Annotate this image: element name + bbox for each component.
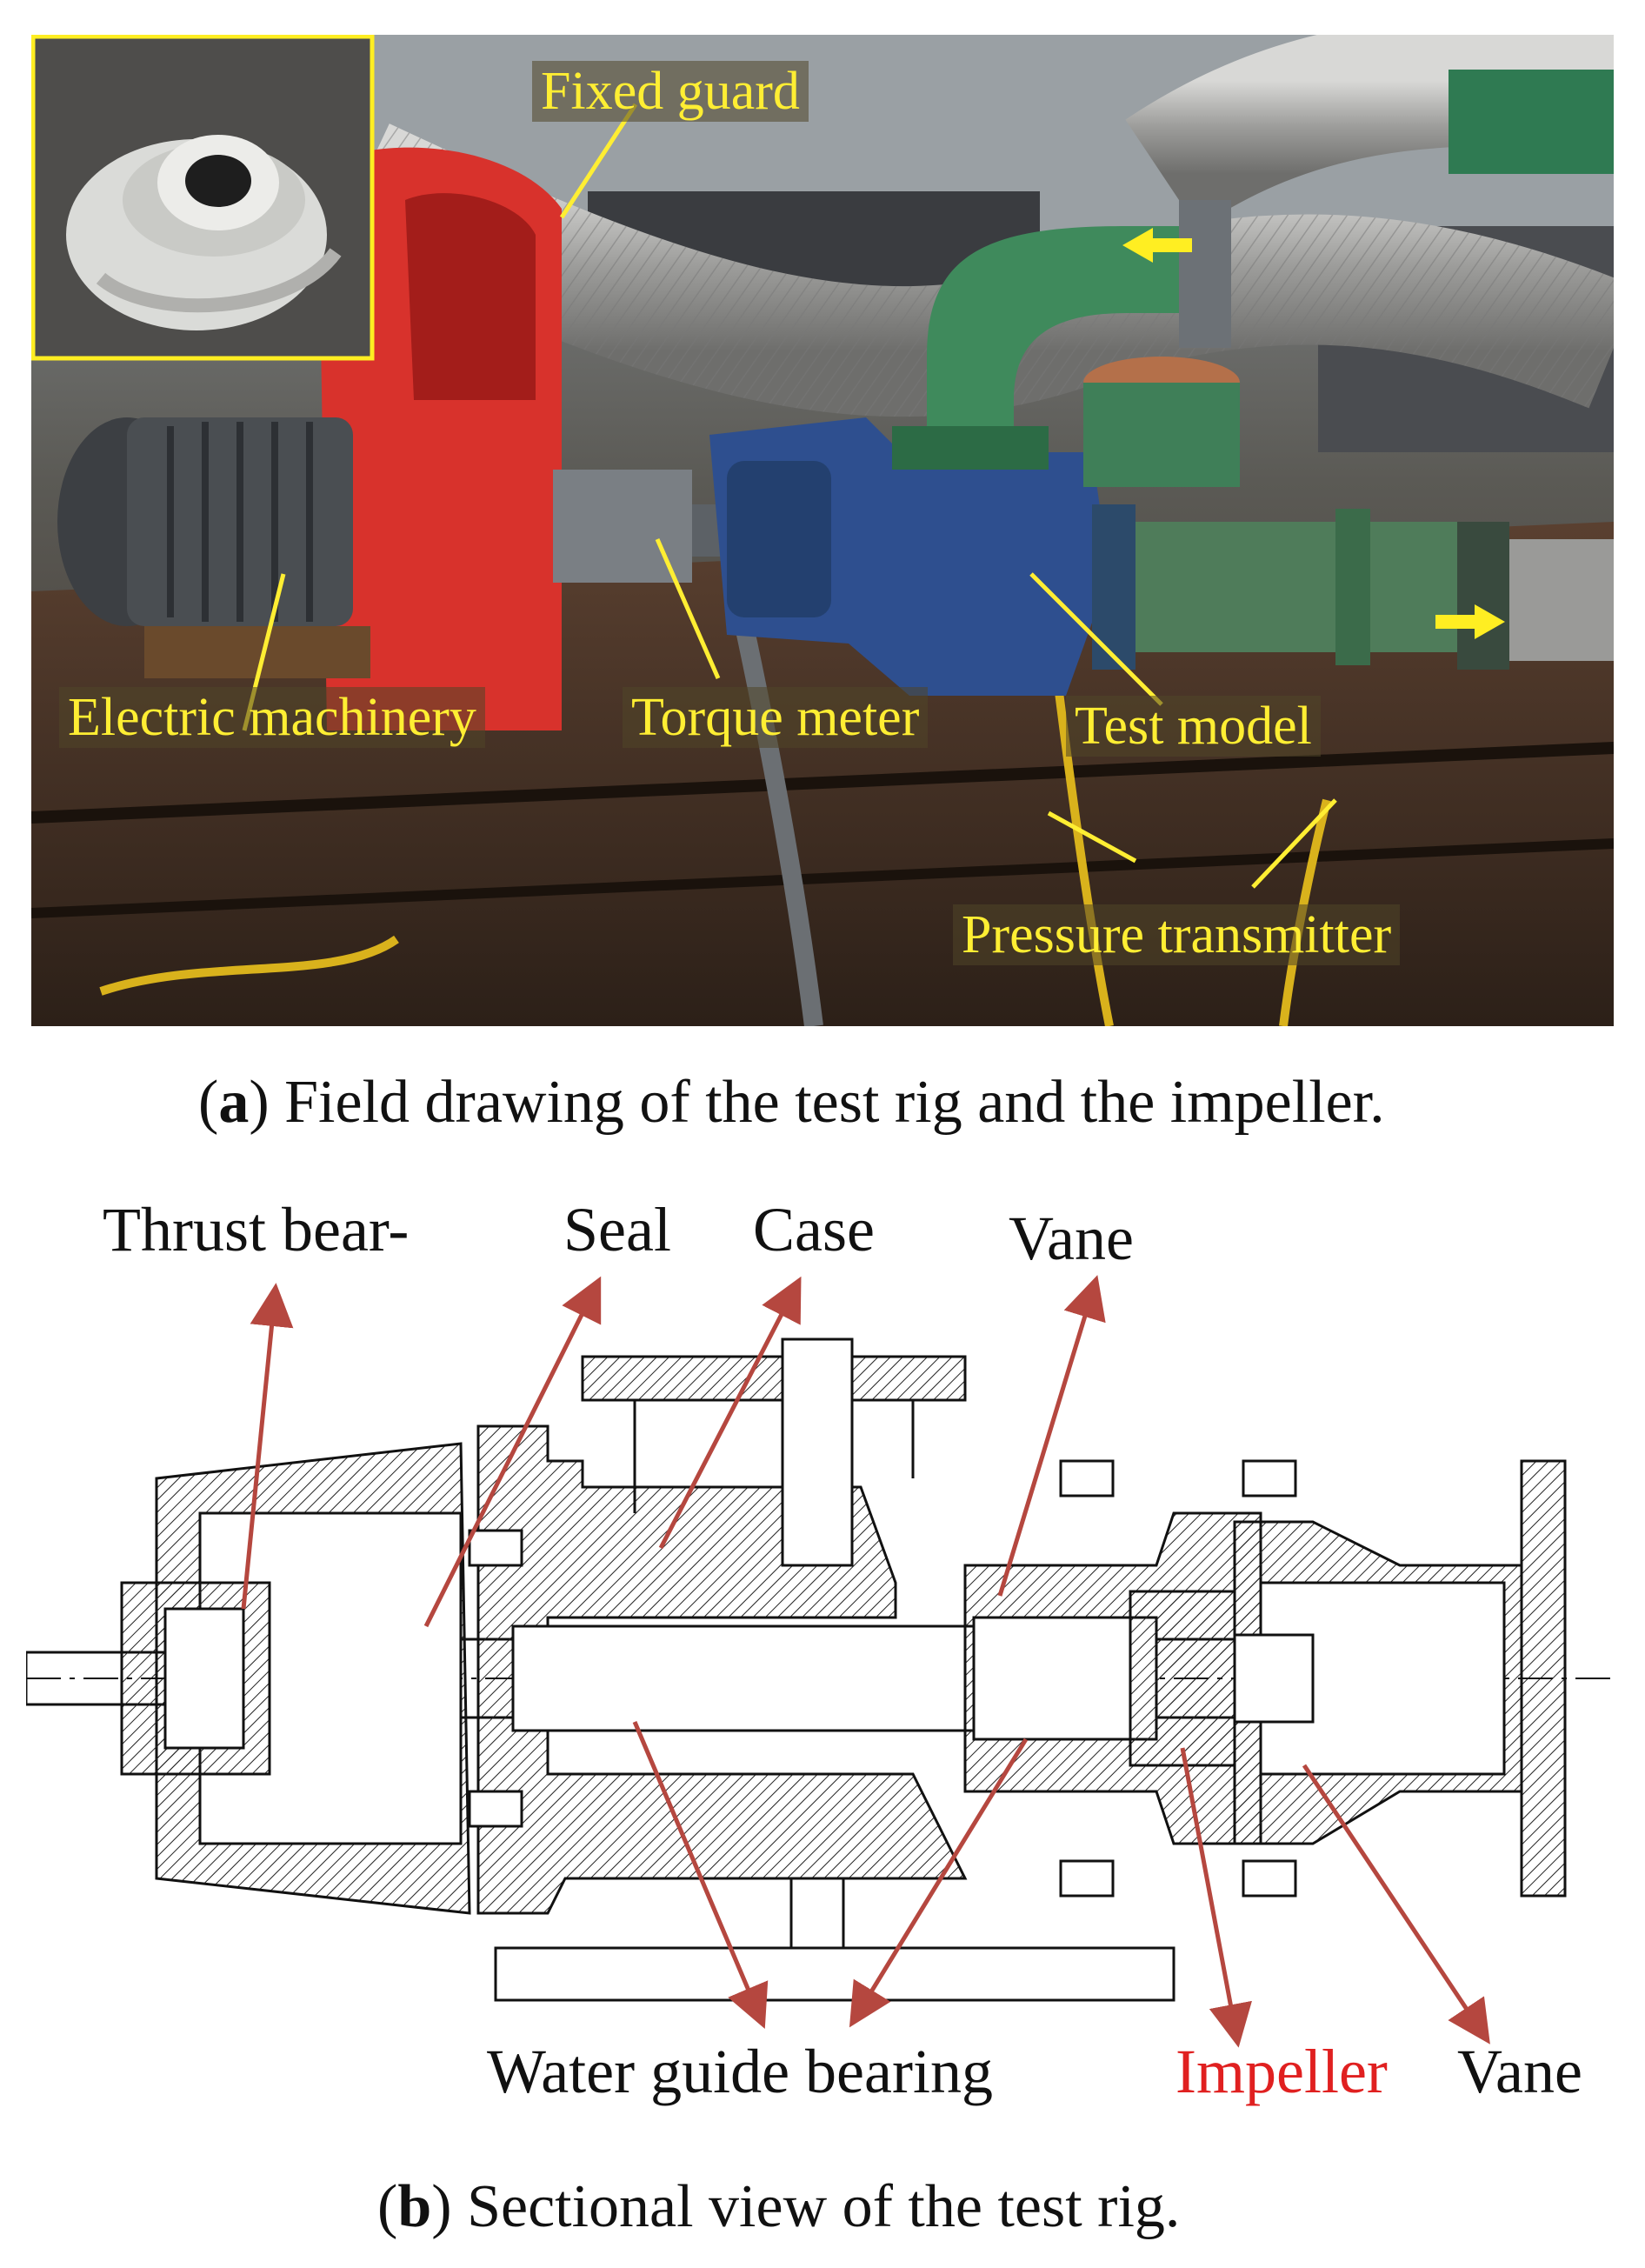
caption-a-text: Field drawing of the test rig and the im… [284, 1069, 1385, 1136]
label-fixed-guard: Fixed guard [532, 61, 809, 122]
flow-arrow-out [1435, 604, 1505, 639]
green-elbow [927, 226, 1188, 452]
base-plate [494, 1946, 1175, 2002]
label-seal: Seal [563, 1195, 671, 1264]
caption-a: (a) Field drawing of the test rig and th… [198, 1069, 1385, 1136]
label-torque-meter: Torque meter [623, 687, 929, 748]
outlet-pipe [1101, 522, 1466, 652]
leader-thrust-bearing [241, 1283, 294, 1610]
label-pressure-transmitter: Pressure transmitter [953, 904, 1401, 965]
impeller [1129, 1590, 1236, 1767]
discharge-flange [581, 1355, 967, 1402]
leader-seal [423, 1276, 602, 1628]
leader-case [658, 1276, 802, 1550]
label-case: Case [753, 1195, 875, 1264]
flow-arrow-in [1122, 228, 1192, 263]
leader-vane-top [997, 1275, 1106, 1597]
caption-a-letter: a [218, 1069, 250, 1136]
leader-water-guide-left [632, 1721, 769, 2030]
inlet-flange [1520, 1459, 1567, 1898]
label-test-model: Test model [1066, 696, 1321, 757]
caption-b: (b) Sectional view of the test rig. [377, 2173, 1181, 2240]
label-electric-machinery: Electric machinery [59, 687, 485, 748]
caption-b-letter: b [397, 2173, 432, 2240]
test-rig-photo [31, 35, 1614, 1026]
label-water-guide-bearing: Water guide bearing [487, 2037, 993, 2106]
sectional-drawing [26, 1275, 1617, 2048]
label-vane-top: Vane [1009, 1204, 1134, 1273]
leader-water-guide-right [849, 1738, 1029, 2028]
label-thrust-bearing: Thrust bear- [103, 1195, 410, 1264]
leader-impeller [1180, 1747, 1252, 2048]
label-vane-bottom: Vane [1457, 2037, 1582, 2106]
caption-b-text: Sectional view of the test rig. [467, 2173, 1181, 2240]
label-impeller: Impeller [1175, 2037, 1388, 2106]
leader-vane-bottom [1302, 1764, 1490, 2045]
